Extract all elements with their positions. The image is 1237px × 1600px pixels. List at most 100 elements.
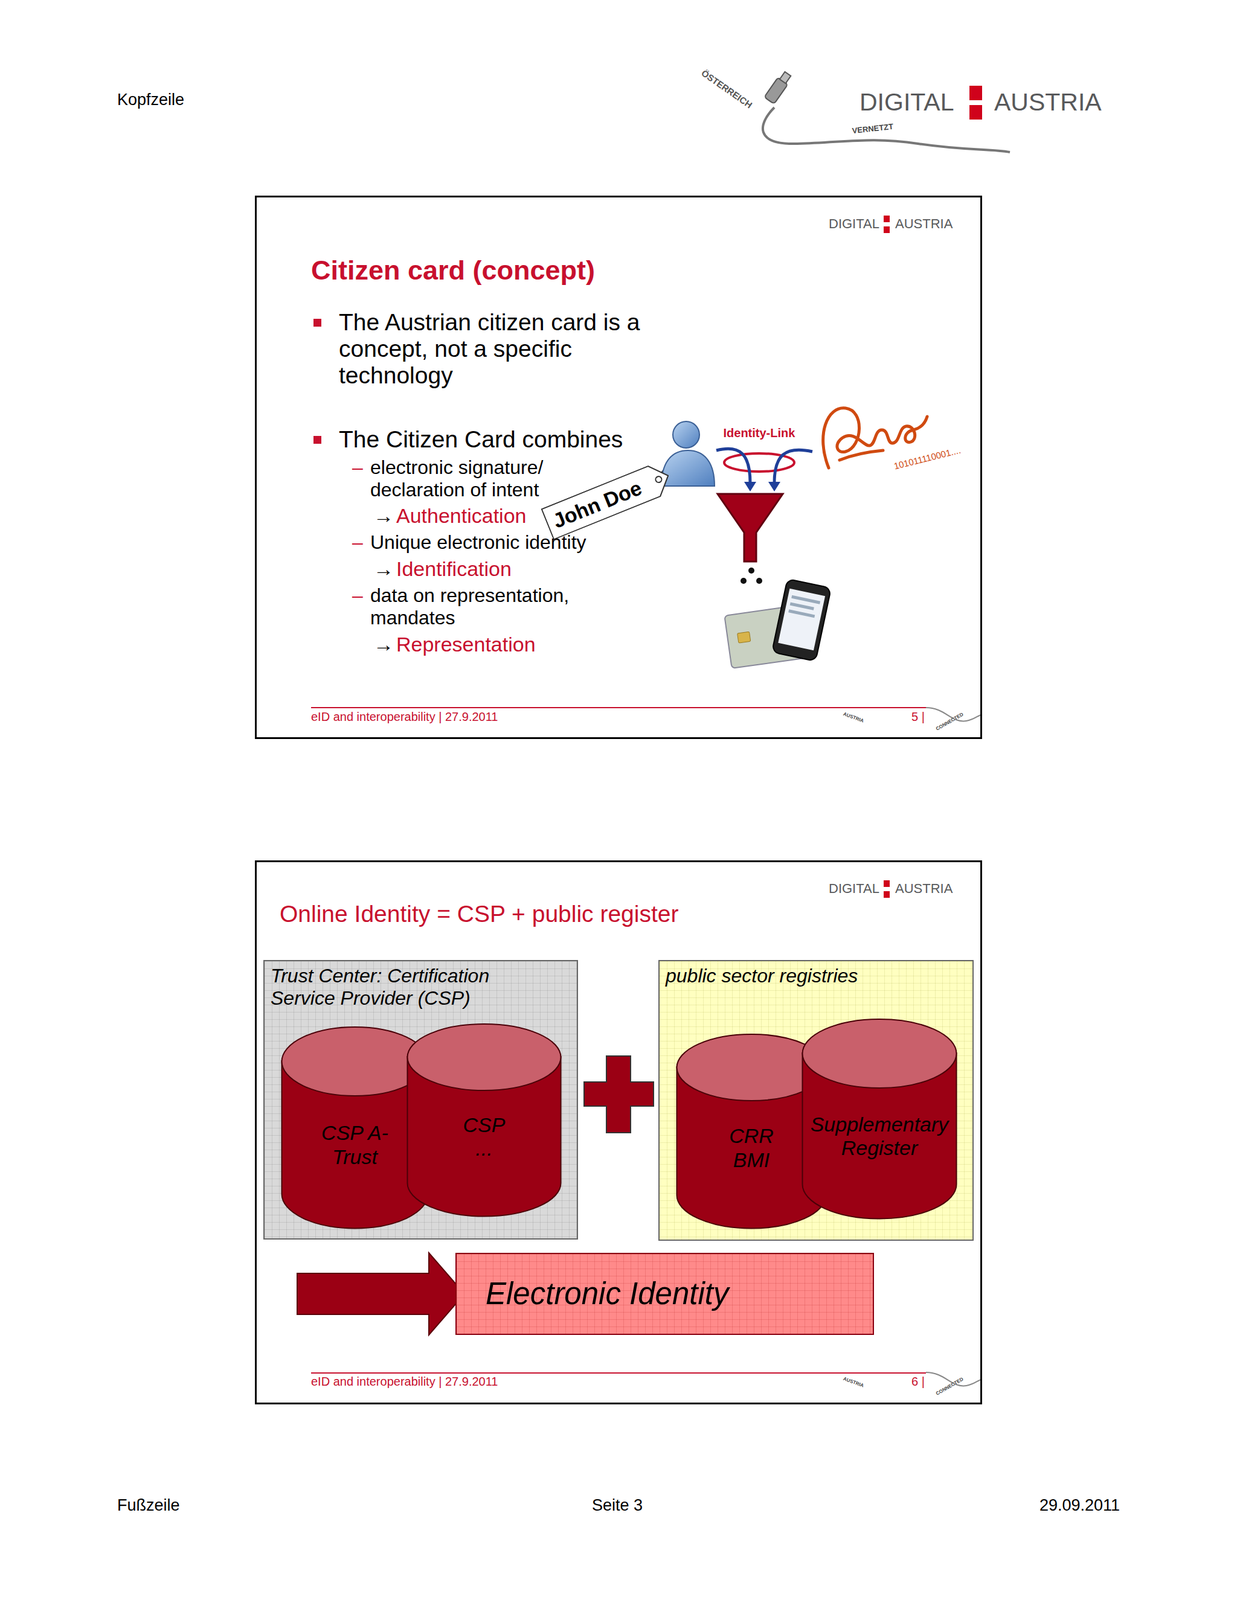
arrow-head xyxy=(768,481,781,492)
result-label: Electronic Identity xyxy=(485,1276,730,1313)
text-slot: CONNECTED xyxy=(934,712,964,733)
phone-screen xyxy=(777,588,826,651)
text-slot: → xyxy=(373,632,394,657)
funnel-drop xyxy=(748,567,755,574)
slide-frame: Online Identity = CSP + public register e… xyxy=(254,860,983,1405)
slide-title: Online Identity = CSP + public register xyxy=(279,901,679,929)
logo-word: DIGITAL xyxy=(828,881,880,897)
footer-rule xyxy=(311,707,926,709)
text-slot: The Austrian citizen card is a concept, … xyxy=(338,309,647,389)
cylinder-top xyxy=(282,1027,429,1097)
text-slot: DIGITAL xyxy=(828,216,880,232)
merge-arrow xyxy=(716,448,751,484)
text-slot: Fußzeile xyxy=(117,1496,180,1516)
slide-footer: eID and interoperability | 27.9.2011 xyxy=(311,710,498,725)
page-number: 6 | xyxy=(911,1375,925,1390)
cylinder-label: CSP A-Trust xyxy=(315,1121,395,1169)
database-cylinder: CSP ... xyxy=(406,1023,562,1218)
phone-line xyxy=(791,595,821,605)
cylinder-label: Supplementary Register xyxy=(806,1113,952,1161)
dash-marker: – xyxy=(352,456,364,479)
mini-logo-text: AUSTRIA xyxy=(842,1376,865,1390)
sub-bullet-text: Unique electronic identity xyxy=(370,531,587,554)
mini-logo-text: CONNECTED xyxy=(934,712,964,733)
text-slot: → xyxy=(373,557,394,582)
sub-bullet-text: data on representation, mandates xyxy=(370,584,579,630)
text-slot: Representation xyxy=(396,632,536,657)
text-slot: AUSTRIA xyxy=(994,88,1102,117)
result-word: Representation xyxy=(396,632,536,657)
text-slot: Citizen card (concept) xyxy=(311,254,595,287)
logo-curved-text: VERNETZT xyxy=(851,122,894,136)
cylinder-label: CSP ... xyxy=(457,1113,512,1161)
text-slot: AUSTRIA xyxy=(895,216,953,232)
logo-square xyxy=(969,105,983,120)
database-cylinder: Supplementary Register xyxy=(801,1018,958,1221)
identity-link-ring xyxy=(724,453,795,472)
result-word: Identification xyxy=(396,557,512,582)
phone-line xyxy=(790,602,815,611)
text-slot: eID and interoperability | 27.9.2011 xyxy=(311,1375,498,1390)
cylinder-top xyxy=(802,1019,957,1089)
text-slot: AUSTRIA xyxy=(842,1376,865,1390)
footer-rule xyxy=(311,1372,926,1375)
panel-heading: public sector registries xyxy=(665,965,956,988)
slide-title: Citizen card (concept) xyxy=(311,254,595,287)
tag-hole xyxy=(654,475,662,484)
logo-word: DIGITAL xyxy=(859,88,954,117)
page-number: 5 | xyxy=(911,710,925,725)
registry-panel: public sector registriesCRR BMI Supplemen… xyxy=(658,960,974,1242)
trust-center-panel: Trust Center: Certification Service Prov… xyxy=(263,960,579,1241)
tag-text: John Doe xyxy=(540,459,675,540)
binary-string: 101011110001.... xyxy=(892,445,962,472)
bullet-square xyxy=(313,436,322,444)
logo-plug xyxy=(764,70,793,105)
text-slot: Kopfzeile xyxy=(117,90,185,110)
dash-marker: – xyxy=(352,531,364,554)
dash-marker: – xyxy=(352,584,364,608)
text-slot: electronic signature/ declaration of int… xyxy=(370,456,552,502)
result-word: Authentication xyxy=(396,504,527,528)
plus-sign xyxy=(584,1056,654,1134)
text-slot: – xyxy=(352,456,364,479)
text-slot: AUSTRIA xyxy=(895,881,953,897)
text-slot: → xyxy=(373,504,394,528)
mini-logo-text: CONNECTED xyxy=(934,1377,964,1398)
logo-word: AUSTRIA xyxy=(895,881,953,897)
arrow-symbol: → xyxy=(373,632,394,657)
panel-heading: Trust Center: Certification Service Prov… xyxy=(270,965,531,1010)
logo-word: DIGITAL xyxy=(828,216,880,232)
page-footer: Seite 3 xyxy=(591,1496,643,1516)
phone-body xyxy=(771,579,832,662)
funnel-drop xyxy=(756,578,763,585)
text-slot: Unique electronic identity xyxy=(370,531,587,554)
sub-bullet-text: electronic signature/ declaration of int… xyxy=(370,456,552,502)
phone-line xyxy=(788,609,815,618)
block-arrow xyxy=(297,1253,465,1336)
bullet-text: The Austrian citizen card is a concept, … xyxy=(338,309,647,389)
text-slot: – xyxy=(352,584,364,608)
logo-curved-text: ÖSTERREICH xyxy=(699,67,754,111)
arrow-symbol: → xyxy=(373,504,394,528)
page-footer: Fußzeile xyxy=(117,1496,180,1516)
mobile-phone xyxy=(771,579,832,662)
text-slot: 29.09.2011 xyxy=(1039,1496,1120,1516)
text-slot: Online Identity = CSP + public register xyxy=(279,901,679,929)
bullet-text: The Citizen Card combines xyxy=(338,426,623,454)
mini-logo-text: AUSTRIA xyxy=(842,711,865,725)
text-slot: DIGITAL xyxy=(828,881,880,897)
database-cylinder: CSP A-Trust xyxy=(280,1026,429,1230)
text-slot: AUSTRIA xyxy=(842,711,865,725)
logo-word: AUSTRIA xyxy=(895,216,953,232)
text-slot: Identity-Link xyxy=(723,426,796,441)
cylinder-label: CRR BMI xyxy=(721,1124,782,1172)
merge-arrow xyxy=(774,449,813,484)
logo-square xyxy=(883,891,890,899)
page-footer: 29.09.2011 xyxy=(1039,1496,1120,1516)
text-slot: The Citizen Card combines xyxy=(338,426,623,454)
logo-square xyxy=(883,226,890,234)
logo-square xyxy=(969,85,983,101)
text-slot: Seite 3 xyxy=(591,1496,643,1516)
arrow-head xyxy=(744,481,757,492)
